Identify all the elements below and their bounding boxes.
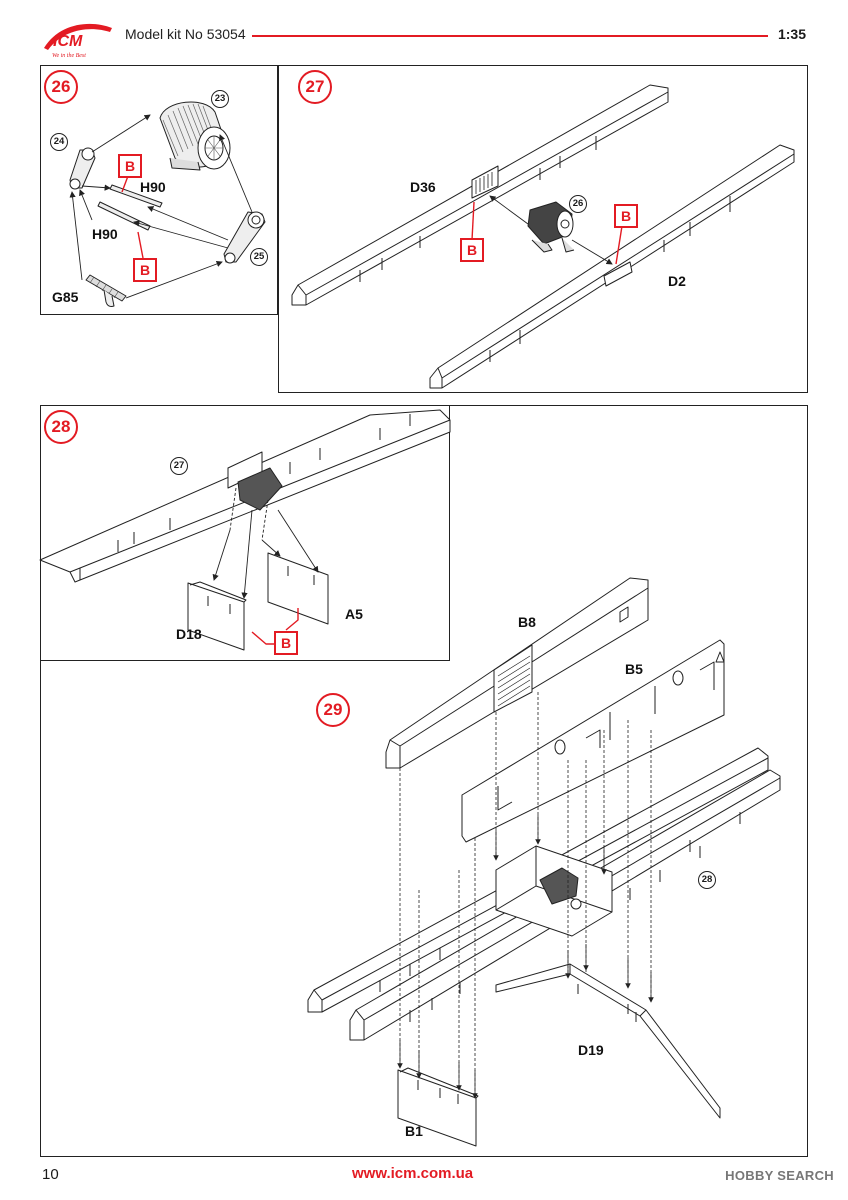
callout-26: 26 [569,195,587,213]
step-28-number: 28 [44,410,78,444]
frame-rail-d36 [291,84,669,306]
part-label-g85: G85 [52,289,79,305]
frame-assembly-28 [307,747,781,1041]
svg-text:We in the Best: We in the Best [52,53,86,59]
paint-code-b: B [460,238,484,262]
plate-d19 [495,963,721,1119]
frame-assembly-27 [39,409,451,583]
callout-23: 23 [211,90,229,108]
plate-d18 [187,581,247,651]
paint-code-b: B [118,154,142,178]
scale-label: 1:35 [777,26,806,42]
part-label-b8: B8 [518,614,536,630]
svg-text:ICM: ICM [53,33,83,50]
part-label-d2: D2 [668,273,686,289]
bracket-25 [223,211,266,264]
part-label-d18: D18 [176,626,202,642]
part-label-b1: B1 [405,1123,423,1139]
part-label-h90: H90 [140,179,166,195]
step-27-number: 27 [298,70,332,104]
part-label-d36: D36 [410,179,436,195]
panel-b5 [461,639,725,843]
callout-27: 27 [170,457,188,475]
part-label-d19: D19 [578,1042,604,1058]
paint-code-b: B [133,258,157,282]
model-kit-number: Model kit No 53054 [125,26,246,42]
callout-25: 25 [250,248,268,266]
part-label-h90: H90 [92,226,118,242]
paint-code-b: B [614,204,638,228]
callout-28: 28 [698,871,716,889]
callout-24: 24 [50,133,68,151]
part-label-a5: A5 [345,606,363,622]
winch-drum-23 [159,101,231,171]
handle-g85 [85,274,127,307]
watermark-hobby-search: HOBBY SEARCH [725,1168,834,1183]
page-number: 10 [42,1166,59,1183]
step-29-number: 29 [316,693,350,727]
icm-logo: ICM We in the Best [44,23,112,59]
part-label-b5: B5 [625,661,643,677]
paint-code-b: B [274,631,298,655]
frame-rail-d2 [429,144,795,389]
website-link[interactable]: www.icm.com.ua [352,1165,474,1182]
winch-assembly-26 [527,201,575,253]
panel-b8 [385,577,649,769]
step-26-number: 26 [44,70,78,104]
header-rule [252,35,768,37]
bracket-24 [69,147,96,190]
